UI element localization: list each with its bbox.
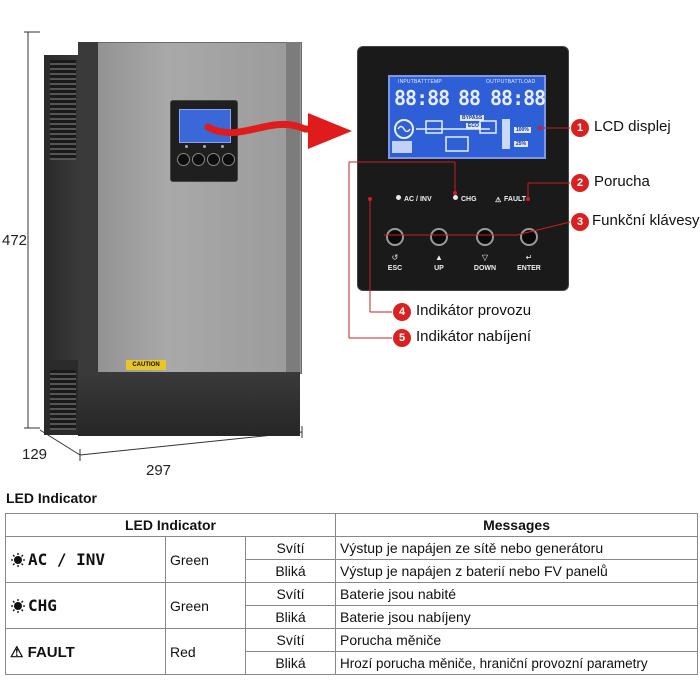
table-row: ⚠ FAULT Red Svítí Porucha měniče <box>5 628 699 675</box>
message-cell: Porucha měniče <box>335 628 699 652</box>
lcd-bypass-tag: BYPASS <box>460 115 485 121</box>
message-cell: Baterie jsou nabíjeny <box>335 605 699 629</box>
callout-3-text: Funkční klávesy <box>592 212 700 229</box>
mini-button-4 <box>222 153 235 166</box>
mini-led-3 <box>221 145 224 148</box>
up-key[interactable] <box>430 228 448 246</box>
state-cell: Bliká <box>244 559 337 583</box>
header-messages: Messages <box>335 513 699 537</box>
caution-label: CAUTION <box>126 360 166 370</box>
height-dimension: 472 <box>2 232 28 249</box>
message-cell: Výstup je napájen ze sítě nebo generátor… <box>335 536 699 560</box>
callout-lines <box>348 126 571 339</box>
enter-key[interactable] <box>520 228 538 246</box>
enter-key-label: ENTER <box>517 265 541 272</box>
lcd-eco-tag: ECO <box>466 123 481 129</box>
table-row: CHG Green Svítí Baterie jsou nabité <box>5 582 699 629</box>
table-header-row: LED Indicator Messages <box>4 513 699 537</box>
chg-led-label: CHG <box>461 196 477 203</box>
indicator-name: FAULT <box>27 643 75 661</box>
inverter-base <box>78 372 300 436</box>
lcd-percent-bottom: 25% <box>514 141 529 147</box>
lcd-digits-mid: 88 <box>458 86 481 110</box>
callout-4-text: Indikátor provozu <box>416 302 532 319</box>
ac-inv-led-icon <box>396 195 401 200</box>
enter-key-icon: ↵ <box>525 253 533 262</box>
indicator-name: AC / INV <box>28 550 106 569</box>
message-cell: Výstup je napájen z baterií nebo FV pane… <box>335 559 699 583</box>
header-led-indicator: LED Indicator <box>4 513 337 537</box>
mini-led-1 <box>185 145 188 148</box>
color-cell: Green <box>165 582 246 629</box>
lcd-digits-right: 88:88 <box>490 86 546 110</box>
lcd-header-left: INPUTBATTTEMP <box>398 79 442 85</box>
side-vents-top <box>50 60 76 160</box>
mini-button-3 <box>207 153 220 166</box>
chg-led-icon <box>453 195 458 200</box>
indicator-cell: AC / INV <box>5 536 166 583</box>
zoom-arrow <box>204 113 352 149</box>
table-row: Bliká Výstup je napájen z baterií nebo F… <box>6 559 699 583</box>
esc-key-icon: ↺ <box>391 253 399 262</box>
width-dimension: 297 <box>146 462 172 479</box>
control-panel: INPUTBATTTEMP OUTPUTBATTLOAD 88:88 88 88… <box>357 46 569 291</box>
state-cell: Bliká <box>244 605 337 629</box>
color-cell: Green <box>165 536 246 583</box>
callout-1-number: 1 <box>571 119 589 137</box>
down-key-icon: ▽ <box>481 253 489 262</box>
callout-2-number: 2 <box>571 174 589 192</box>
ac-inv-led-label: AC / INV <box>404 196 432 203</box>
callout-5-text: Indikátor nabíjení <box>416 328 532 345</box>
state-cell: Svítí <box>244 536 337 560</box>
warning-icon: ⚠ <box>10 643 28 661</box>
indicator-name: CHG <box>28 596 57 615</box>
indicator-cell: ⚠ FAULT <box>5 628 166 675</box>
side-vents-bottom <box>50 370 76 430</box>
state-cell: Svítí <box>244 582 337 606</box>
mini-button-2 <box>192 153 205 166</box>
state-cell: Svítí <box>244 628 337 652</box>
state-cell: Bliká <box>244 651 337 675</box>
up-key-icon: ▲ <box>435 253 443 262</box>
section-title: LED Indicator <box>6 490 98 506</box>
indicator-cell: CHG <box>5 582 166 629</box>
callout-3-number: 3 <box>571 213 589 231</box>
fault-led-label: FAULT <box>504 196 527 203</box>
table-row: AC / INV Green Svítí Výstup je napájen z… <box>5 536 699 583</box>
table-row: Bliká Baterie jsou nabíjeny <box>6 605 699 629</box>
depth-dimension: 129 <box>22 446 48 463</box>
down-key-label: DOWN <box>473 265 497 272</box>
up-key-label: UP <box>434 265 444 272</box>
callout-4-number: 4 <box>393 303 411 321</box>
esc-key[interactable] <box>386 228 404 246</box>
callout-2-text: Porucha <box>594 173 650 190</box>
message-cell: Hrozí porucha měniče, hraniční provozní … <box>335 651 699 675</box>
message-cell: Baterie jsou nabité <box>335 582 699 606</box>
callout-5-number: 5 <box>393 329 411 347</box>
fault-warning-icon: ⚠ <box>495 197 502 204</box>
lcd-header-right: OUTPUTBATTLOAD <box>486 79 536 85</box>
lcd-display: INPUTBATTTEMP OUTPUTBATTLOAD 88:88 88 88… <box>388 75 546 159</box>
table-row: Bliká Hrozí porucha měniče, hraniční pro… <box>6 651 699 675</box>
callout-1-text: LCD displej <box>594 118 671 135</box>
mini-led-2 <box>203 145 206 148</box>
lcd-percent-top: 100% <box>514 127 531 133</box>
lcd-flow-diagram <box>392 119 510 153</box>
mini-button-1 <box>177 153 190 166</box>
inverter-front-edge <box>78 42 98 436</box>
esc-key-label: ESC <box>387 265 403 272</box>
sun-icon <box>11 553 25 567</box>
sun-icon <box>11 599 25 613</box>
led-indicator-table: LED Indicator Messages AC / INV Green Sv… <box>4 513 699 675</box>
lcd-digits-left: 88:88 <box>394 86 450 110</box>
color-cell: Red <box>165 628 246 675</box>
down-key[interactable] <box>476 228 494 246</box>
